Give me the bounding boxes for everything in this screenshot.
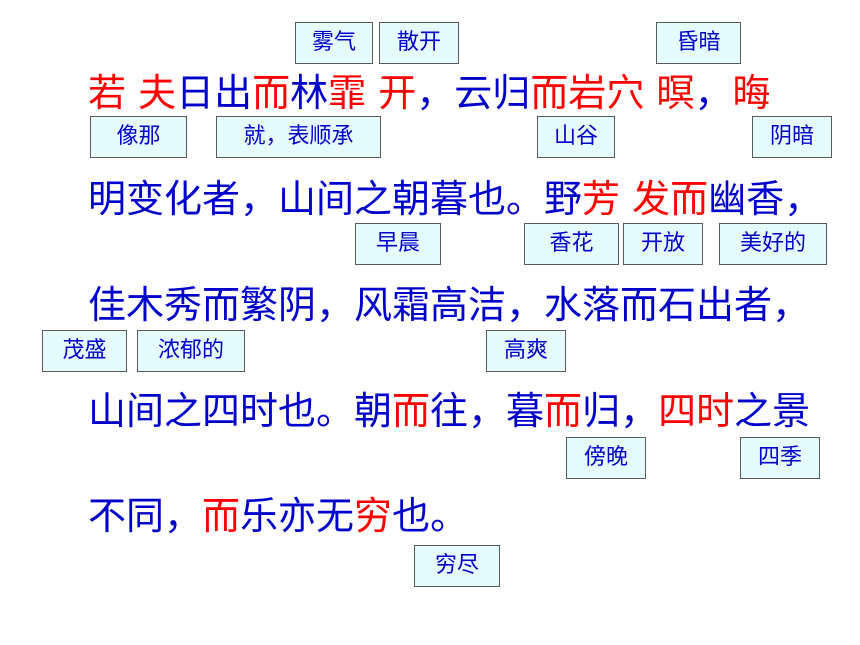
text-segment: 晦 [732, 71, 771, 115]
gloss-zaochen: 早晨 [355, 223, 441, 265]
text-segment: 而 [544, 389, 583, 433]
text-segment: 山间之四时也。朝 [88, 389, 393, 433]
gloss-wuqi: 雾气 [295, 22, 373, 64]
text-segment: 若 [88, 71, 127, 115]
text-segment: 四时 [658, 389, 735, 433]
text-segment [644, 71, 656, 115]
text-segment [620, 177, 632, 221]
text-segment: 而 [202, 494, 241, 538]
text-segment: 暝 [656, 71, 695, 115]
gloss-jiu-biao-shuncheng: 就，表顺承 [216, 116, 381, 158]
text-segment: 霏 [328, 71, 367, 115]
gloss-shangu: 山谷 [537, 116, 615, 158]
text-segment: 开 [378, 71, 417, 115]
gloss-qiongjin: 穷尽 [414, 545, 500, 587]
text-segment: 幽香， [708, 177, 823, 221]
text-segment: 之景 [734, 389, 811, 433]
gloss-yinan: 阴暗 [752, 116, 832, 158]
text-segment: 往，暮 [430, 389, 545, 433]
text-segment: 乐亦无 [240, 494, 355, 538]
text-segment: 明变化者，山间之朝暮也。野 [88, 177, 583, 221]
text-line-2: 明变化者，山间之朝暮也。野芳 发而幽香， [88, 177, 822, 221]
gloss-gaoshuang: 高爽 [486, 330, 566, 372]
gloss-bangwan: 傍晚 [566, 437, 646, 479]
gloss-xianghua: 香花 [524, 223, 619, 265]
text-line-1: 若 夫日出而林霏 开，云归而岩穴 暝，晦 [88, 71, 770, 115]
text-segment: 佳木秀而繁阴，风霜高洁，水落而石出者， [88, 283, 811, 327]
gloss-siji: 四季 [740, 437, 820, 479]
gloss-maosheng: 茂盛 [42, 330, 127, 372]
gloss-nongyu: 浓郁的 [137, 330, 245, 372]
text-segment: 夫 [138, 71, 177, 115]
gloss-xiangna: 像那 [90, 116, 187, 158]
text-segment [366, 71, 378, 115]
text-segment [126, 71, 138, 115]
text-segment: 也。 [392, 494, 469, 538]
gloss-sankai: 散开 [379, 22, 459, 64]
text-segment: ，云归 [416, 71, 531, 115]
text-segment: ， [694, 71, 733, 115]
text-line-5: 不同，而乐亦无穷也。 [88, 494, 468, 538]
text-segment: 发而 [632, 177, 709, 221]
text-segment: 林 [290, 71, 329, 115]
gloss-meihao: 美好的 [719, 223, 827, 265]
text-segment: 芳 [582, 177, 621, 221]
text-segment: 而 [252, 71, 291, 115]
text-segment: 归， [582, 389, 659, 433]
text-segment: 穷 [354, 494, 393, 538]
text-line-3: 佳木秀而繁阴，风霜高洁，水落而石出者， [88, 283, 810, 327]
text-segment: 而 [392, 389, 431, 433]
text-line-4: 山间之四时也。朝而往，暮而归，四时之景 [88, 389, 810, 433]
gloss-kaifang: 开放 [623, 223, 703, 265]
text-segment: 日出 [176, 71, 253, 115]
text-segment: 而岩穴 [530, 71, 645, 115]
gloss-hunan: 昏暗 [656, 22, 741, 64]
text-segment: 不同， [88, 494, 203, 538]
